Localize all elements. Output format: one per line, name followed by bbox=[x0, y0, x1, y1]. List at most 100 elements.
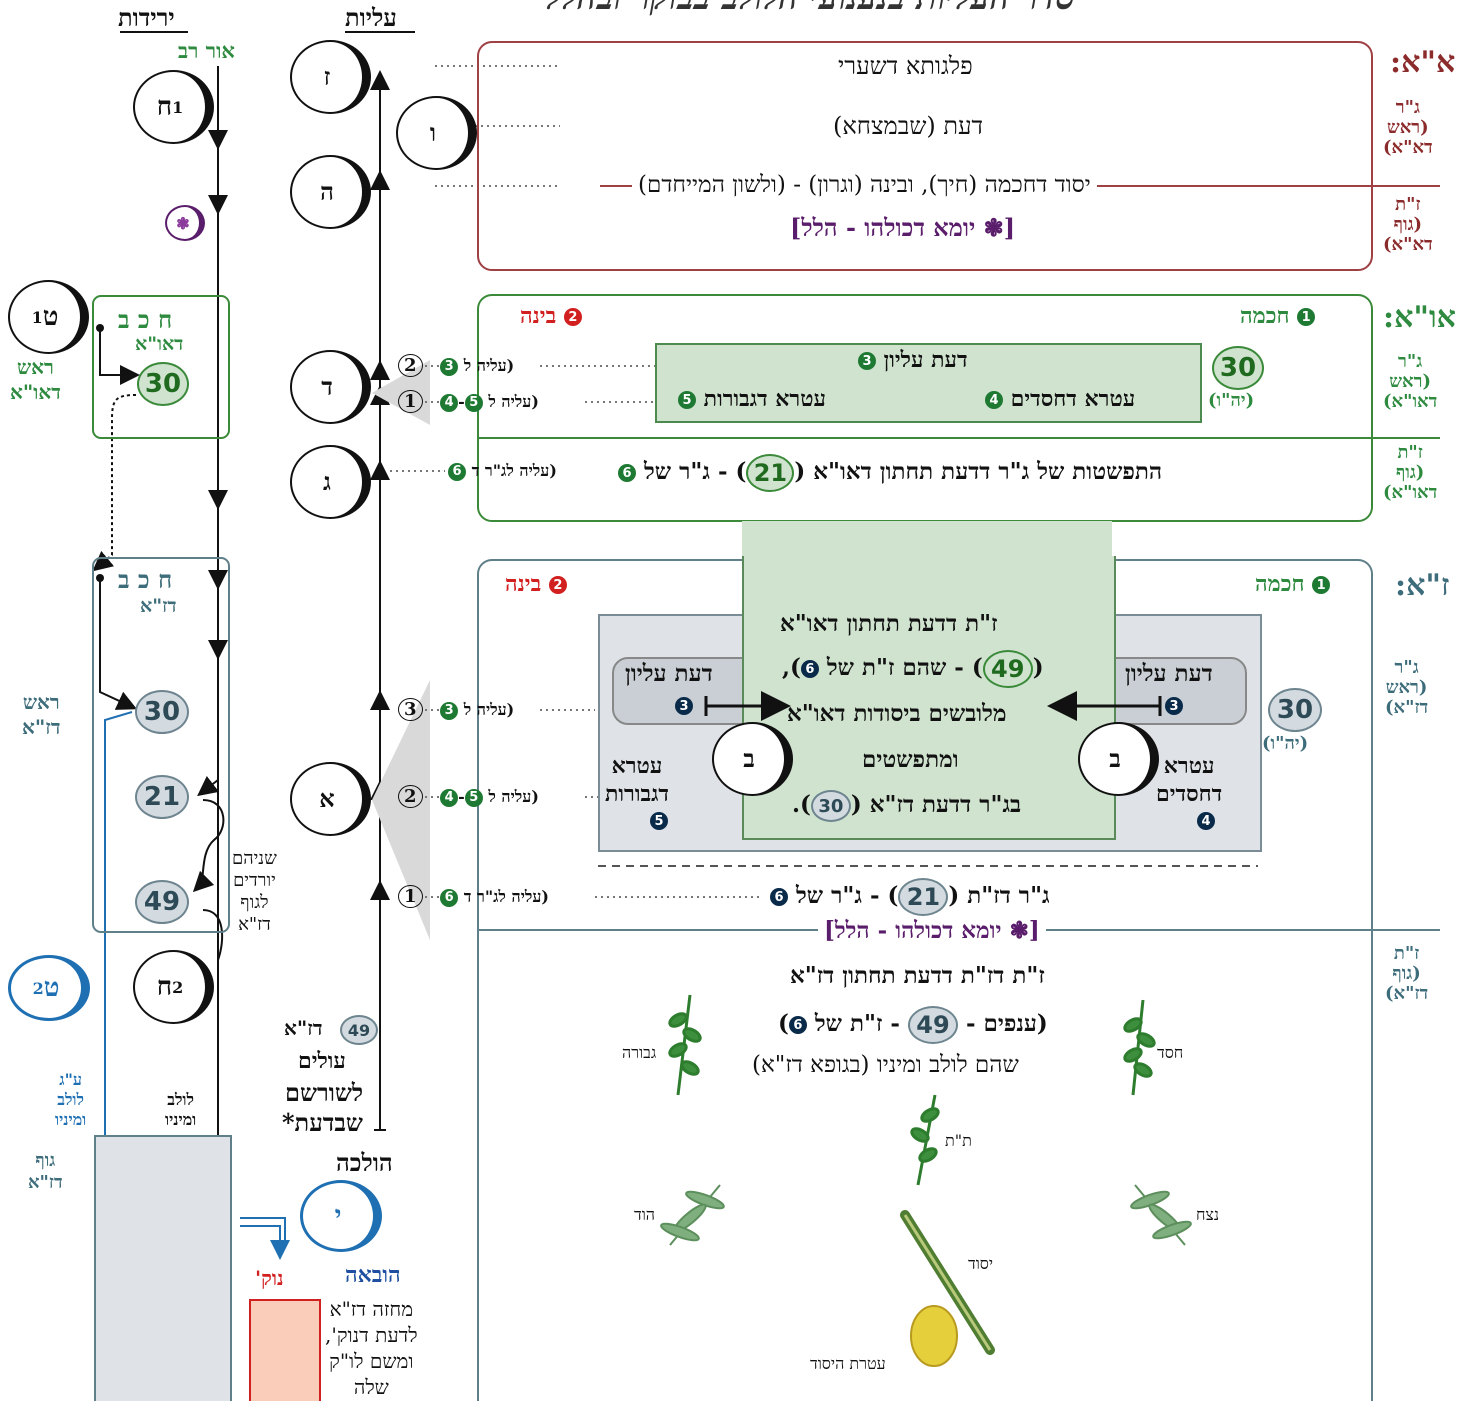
aoa-rise1-b4: 4 bbox=[440, 393, 459, 412]
za-knafim-c: - ז"ת של bbox=[814, 1010, 908, 1037]
hovaa-label: הובאה bbox=[345, 1262, 401, 1288]
aoa-rise-gr: (עליה לג"ר ד 6 bbox=[448, 461, 557, 481]
aa-row4: [❃ יומא דכולהו - הלל] bbox=[790, 213, 1016, 242]
aoa-hochma-text: חכמה bbox=[1240, 303, 1290, 329]
hkb-mid: ח כ ב bbox=[118, 565, 173, 594]
asc-a-circle: א bbox=[290, 762, 371, 836]
asc-49-circle: 49 bbox=[340, 1015, 378, 1045]
aoa-b6: 6 bbox=[618, 464, 636, 482]
n30b-text: 30 bbox=[143, 697, 181, 727]
aoa-rise1-text: (עליה ל bbox=[488, 392, 539, 411]
aoa-yhv: (יה"ו) bbox=[1208, 390, 1255, 411]
aoa-daat: דעת עליון 3 bbox=[858, 347, 968, 373]
za-rise2-b5: 5 bbox=[464, 788, 483, 807]
hkb-top: ח כ ב bbox=[118, 305, 173, 334]
za-bet-r-letter: ב bbox=[1109, 744, 1121, 773]
za-hochma-text: חכמה bbox=[1255, 571, 1305, 597]
het2-letter: ח bbox=[156, 972, 173, 1002]
za-knafim-d: ) bbox=[778, 1010, 789, 1037]
za-yoma: [❃ יומא דכולהו - הלל] bbox=[818, 917, 1046, 944]
aoa-hit-text: התפשטות של ג"ר דדעת תחתון דאו"א ( bbox=[794, 458, 1163, 485]
aoa-zt: ז"ת (גוף דאו"א) bbox=[1383, 442, 1438, 503]
yud-circle: י bbox=[300, 1180, 382, 1252]
n30-text: 30 bbox=[144, 369, 182, 399]
or-rav-label: אור רב bbox=[178, 38, 235, 63]
za-label: ז"א: bbox=[1395, 568, 1450, 603]
asc-a: א bbox=[319, 784, 335, 813]
za-bina-text: בינה bbox=[505, 571, 542, 597]
circle-30-green: 30 bbox=[137, 362, 189, 406]
aoa-21: 21 bbox=[753, 459, 788, 487]
za-center-4: ומתפשטים bbox=[862, 746, 959, 773]
aoa-rise2-b3: 3 bbox=[440, 357, 459, 376]
asc-h-circle: ה bbox=[290, 155, 371, 229]
species-hesed: חסד bbox=[1157, 1043, 1184, 1062]
za-center-3: מלובשים ביסודות דאו"א bbox=[787, 700, 1007, 727]
za-knafim-b6: 6 bbox=[788, 1016, 807, 1034]
aoa-gvurot-text: עטרא דגבורות bbox=[703, 386, 826, 412]
holacha-label: הולכה bbox=[336, 1148, 393, 1177]
za-21: 21 bbox=[906, 883, 941, 911]
aoa-rise2: (עליה ל 3 2 bbox=[398, 354, 514, 377]
za-atara-r: עטרא דחסדים bbox=[1156, 753, 1223, 807]
aoa-b5: 5 bbox=[678, 391, 696, 409]
flower-icon: ❃ bbox=[165, 205, 205, 241]
aoa-30: 30 bbox=[1219, 353, 1257, 383]
za-rise1: (עליה לג"ר ד 6 1 bbox=[398, 885, 549, 908]
asc-v-circle: ו bbox=[396, 96, 477, 170]
aa-label: א"א: bbox=[1390, 45, 1456, 80]
aoa-rise-gr-b6: 6 bbox=[448, 462, 466, 481]
asc-h: ה bbox=[320, 177, 334, 206]
aoa-c1: 1 bbox=[398, 390, 423, 413]
ascents-heading: עליות bbox=[345, 3, 397, 32]
aoa-hochma: 1 חכמה bbox=[1240, 303, 1316, 329]
het2-sub: 2 bbox=[172, 977, 184, 997]
asc-d-circle: ד bbox=[290, 350, 371, 424]
aoa-b2: 2 bbox=[563, 308, 582, 326]
za-gr-dzt2-text: ) - ג"ר של bbox=[796, 882, 899, 909]
aa-row1: פלגותא דשערי bbox=[838, 52, 973, 80]
za-gr: ג"ר (ראש דז"א) bbox=[1385, 657, 1429, 718]
aoa-b1: 1 bbox=[1297, 308, 1316, 326]
guf-dza-label: גוף דז"א bbox=[28, 1150, 63, 1193]
circle-30-slate: 30 bbox=[135, 690, 189, 734]
za-daat-l-b3: 3 bbox=[675, 697, 693, 715]
za-knafim-b: 49 bbox=[916, 1011, 950, 1039]
za-49: 49 bbox=[991, 655, 1025, 683]
circle-21-slate: 21 bbox=[135, 775, 189, 819]
asc-rise-1: דז"א bbox=[284, 1016, 323, 1040]
hadas-tiferet-icon bbox=[910, 1094, 940, 1186]
asc-v: ו bbox=[429, 118, 437, 147]
za-rise1-text: (עליה לג"ר ד bbox=[463, 887, 549, 906]
asc-rise-2: עולים bbox=[298, 1048, 346, 1074]
rosh-dza-label: ראש דז"א bbox=[22, 690, 61, 739]
za-gr-dzt-text: ג"ר דז"ת ( bbox=[948, 882, 1050, 909]
daoa-label: דאו"א bbox=[135, 333, 184, 355]
za-rise3: (עליה ל 3 3 bbox=[398, 698, 514, 721]
n21-text: 21 bbox=[143, 782, 181, 812]
aoa-inner-box bbox=[655, 343, 1202, 423]
aoa-daat-text: דעת עליון bbox=[883, 347, 968, 373]
species-yesod: יסוד bbox=[968, 1254, 994, 1273]
za-knafim: (ענפים - 49 - ז"ת של 6) bbox=[778, 1006, 1048, 1044]
aoa-30-circle: 30 bbox=[1212, 346, 1264, 390]
aoa-grof: ) - ג"ר של bbox=[644, 458, 747, 485]
asc-g: ג bbox=[323, 467, 331, 496]
asc-g-circle: ג bbox=[290, 445, 371, 519]
asc-rise-3: לשורשם bbox=[285, 1078, 364, 1107]
aoa-rise1-b5: 5 bbox=[464, 393, 483, 412]
za-rise1-b6: 6 bbox=[440, 888, 459, 907]
za-bet-r: ב bbox=[1078, 722, 1159, 796]
za-rise2-text: (עליה ל bbox=[488, 787, 539, 806]
dza-label: דז"א bbox=[140, 595, 177, 617]
species-tiferet: ת"ת bbox=[945, 1131, 972, 1150]
asc-d: ד bbox=[321, 372, 333, 401]
asc-49: 49 bbox=[347, 1020, 371, 1040]
aoa-hitpashtut: התפשטות של ג"ר דדעת תחתון דאו"א (21) - ג… bbox=[618, 454, 1162, 492]
page-title: סדר העליות בנענועי הלולב בבוקר ובהלל bbox=[545, 0, 1075, 18]
za-center-5: בג"ר דדעת דז"א (30). bbox=[792, 790, 1021, 822]
two-descend-label: שניהם יורדים לגוף דז"א bbox=[232, 848, 277, 935]
